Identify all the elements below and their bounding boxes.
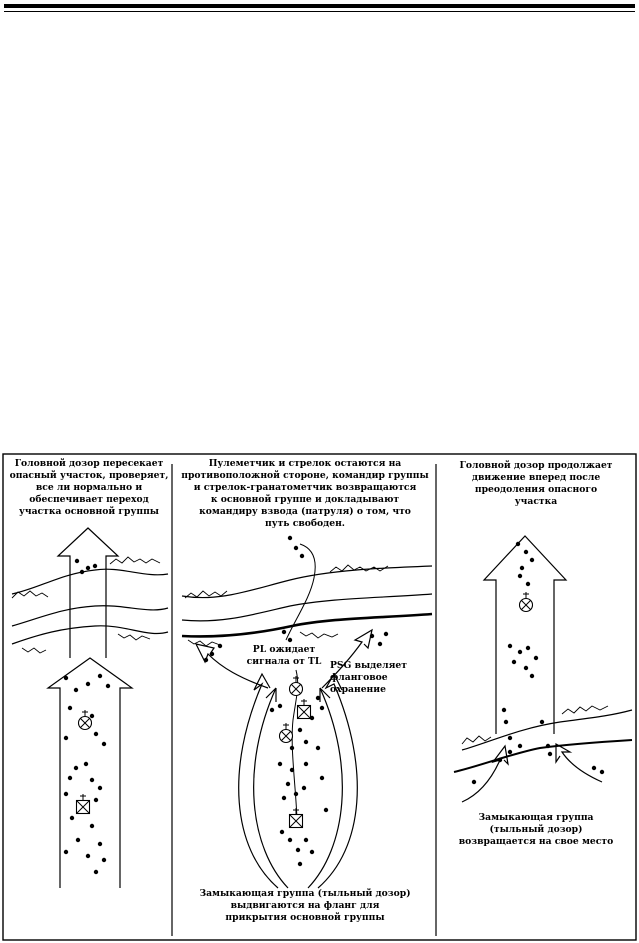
panel-2-caption: Пулеметчик и стрелок остаются на противо… <box>181 458 429 529</box>
panel-1-drawing <box>11 527 169 888</box>
psg-flank-label: PSG выделяет фланговое охранение <box>330 660 407 695</box>
platoon-leader-symbol-1 <box>75 793 91 815</box>
squad-leader-symbol-1 <box>77 709 93 731</box>
header-rule-thick <box>4 4 635 8</box>
panel-3-soldiers <box>471 541 605 785</box>
squad-leader-symbol-2a <box>288 675 304 697</box>
dangerous-area-crossing-figure: Головной дозор пересекает опасный участо… <box>0 448 639 943</box>
panel-2-drawing <box>181 543 433 889</box>
panel-2-bottom-caption: Замыкающая группа (тыльный дозор) выдвиг… <box>199 888 411 923</box>
panel-3-drawing <box>453 535 633 803</box>
figure-frame <box>2 453 637 941</box>
panel-2-soldiers <box>203 535 389 867</box>
crossing-diagram <box>2 453 637 941</box>
head-patrol-arrow <box>56 527 120 658</box>
platoon-leader-symbol-2a <box>296 698 312 720</box>
header-rule-thin <box>4 11 635 12</box>
main-group-arrow <box>46 657 134 888</box>
panel-3-bottom-caption: Замыкающая группа (тыльный дозор) возвра… <box>458 812 614 847</box>
squad-leader-symbol-2b <box>278 722 294 744</box>
head-patrol-continue-arrow <box>482 535 568 734</box>
panel-3-caption: Головной дозор продолжает движение впере… <box>459 460 613 507</box>
platoon-leader-symbol-2b <box>288 807 304 829</box>
pl-waits-label: PL ожидает сигнала от TL <box>246 644 322 667</box>
squad-leader-symbol-3 <box>518 591 534 613</box>
panel-1-soldiers <box>63 558 111 875</box>
panel-1-caption: Головной дозор пересекает опасный участо… <box>9 458 169 517</box>
